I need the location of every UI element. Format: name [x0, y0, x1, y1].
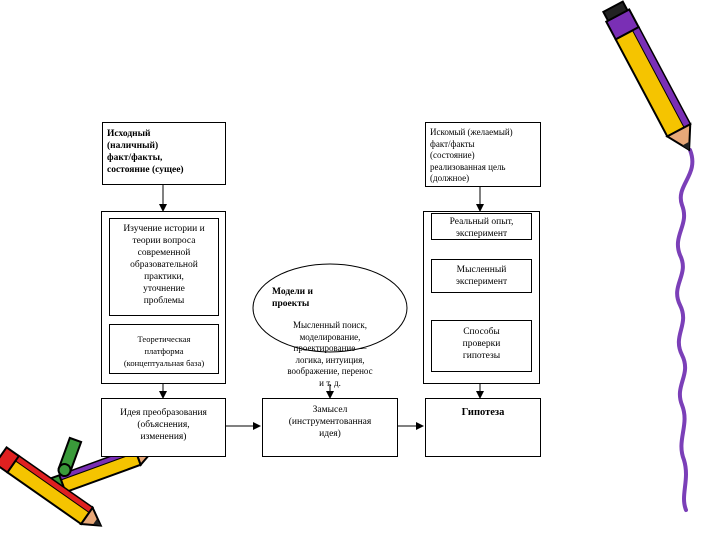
theoretical-platform-text: Теоретическая платформа (концептуальная …	[123, 334, 205, 368]
transformation-idea-text: Идея преобразования (объяснения, изменен…	[120, 408, 207, 442]
models-ellipse	[252, 263, 408, 353]
source-fact-box: Исходный (наличный) факт/факты, состояни…	[102, 122, 226, 185]
mental-experiment-box: Мысленный эксперимент	[431, 259, 532, 293]
hypothesis-box: Гипотеза	[425, 398, 541, 457]
concept-box: Замысел (инструментованная идея)	[262, 398, 398, 457]
real-experience-box: Реальный опыт, эксперимент	[431, 213, 532, 240]
pencils-bundle-icon	[0, 436, 155, 527]
mental-search-text: Мысленный поиск, моделирование, проектир…	[287, 320, 373, 388]
theoretical-platform-box: Теоретическая платформа (концептуальная …	[109, 324, 219, 374]
study-history-text: Изучение истории и теории вопроса соврем…	[123, 224, 205, 306]
transformation-idea-box: Идея преобразования (объяснения, изменен…	[101, 398, 226, 457]
study-history-box: Изучение истории и теории вопроса соврем…	[109, 218, 219, 316]
pencil-squiggle-icon	[601, 0, 695, 512]
target-fact-box: Искомый (желаемый) факт/факты (состояние…	[425, 122, 541, 187]
real-experience-text: Реальный опыт, эксперимент	[449, 217, 514, 239]
source-fact-text: Исходный (наличный) факт/факты, состояни…	[107, 129, 184, 175]
verification-methods-text: Способы проверки гипотезы	[462, 327, 501, 361]
hypothesis-text: Гипотеза	[461, 407, 505, 418]
target-fact-text: Искомый (желаемый) факт/факты (состояние…	[430, 127, 513, 183]
verification-methods-box: Способы проверки гипотезы	[431, 320, 532, 372]
models-projects-text: Модели и проекты	[272, 287, 313, 309]
concept-text: Замысел (инструментованная идея)	[288, 405, 372, 439]
mental-experiment-text: Мысленный эксперимент	[455, 265, 508, 287]
